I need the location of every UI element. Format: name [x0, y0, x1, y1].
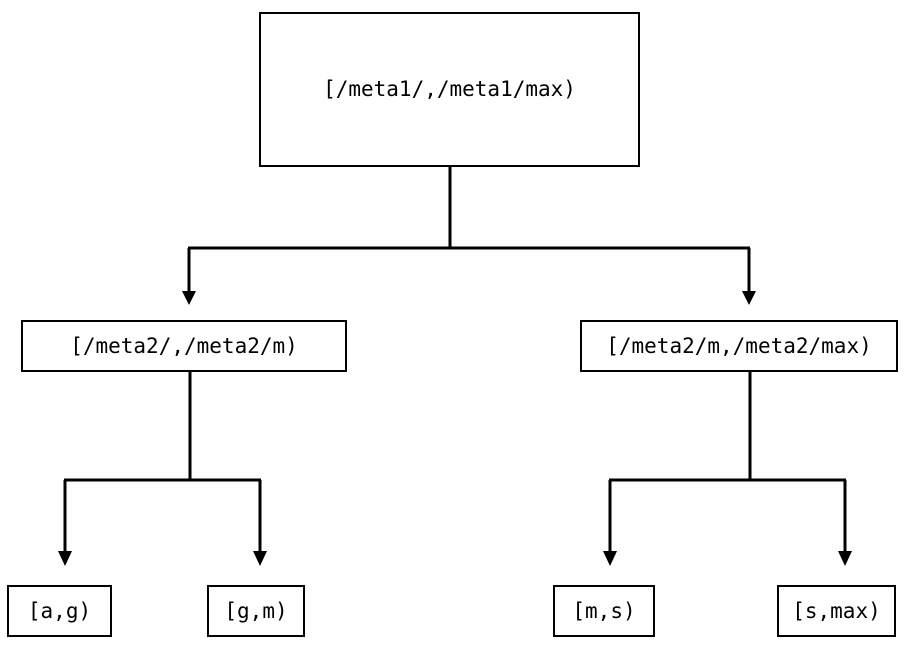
arrowhead-down-icon-leaf4 — [838, 551, 852, 566]
tree-node-root-label: [/meta1/,/meta1/max) — [323, 77, 576, 101]
tree-node-mid-left[interactable]: [/meta2/,/meta2/m) — [21, 320, 347, 372]
edge-midleft-to-leaves — [58, 372, 267, 566]
tree-node-mid-right[interactable]: [/meta2/m,/meta2/max) — [580, 320, 898, 372]
edge-root-to-mid-level — [182, 167, 756, 305]
arrowhead-down-icon-leaf2 — [253, 551, 267, 566]
tree-node-leaf-3-label: [m,s) — [572, 598, 636, 623]
edge-midright-to-leaves — [603, 372, 852, 566]
tree-node-leaf-3[interactable]: [m,s) — [553, 585, 655, 637]
tree-node-root[interactable]: [/meta1/,/meta1/max) — [259, 12, 640, 167]
arrowhead-down-icon-root-left — [182, 291, 196, 305]
tree-node-mid-left-label: [/meta2/,/meta2/m) — [70, 333, 298, 358]
tree-node-leaf-1-label: [a,g) — [27, 598, 92, 623]
tree-node-leaf-1[interactable]: [a,g) — [7, 585, 112, 637]
arrowhead-down-icon-leaf1 — [58, 551, 72, 566]
tree-node-leaf-4-label: [s,max) — [792, 598, 881, 623]
tree-node-leaf-4[interactable]: [s,max) — [777, 585, 896, 637]
tree-node-leaf-2-label: [g,m) — [224, 598, 288, 623]
arrowhead-down-icon-leaf3 — [603, 551, 617, 566]
arrowhead-down-icon-root-right — [742, 291, 756, 305]
tree-node-mid-right-label: [/meta2/m,/meta2/max) — [606, 333, 872, 358]
tree-node-leaf-2[interactable]: [g,m) — [207, 585, 305, 637]
